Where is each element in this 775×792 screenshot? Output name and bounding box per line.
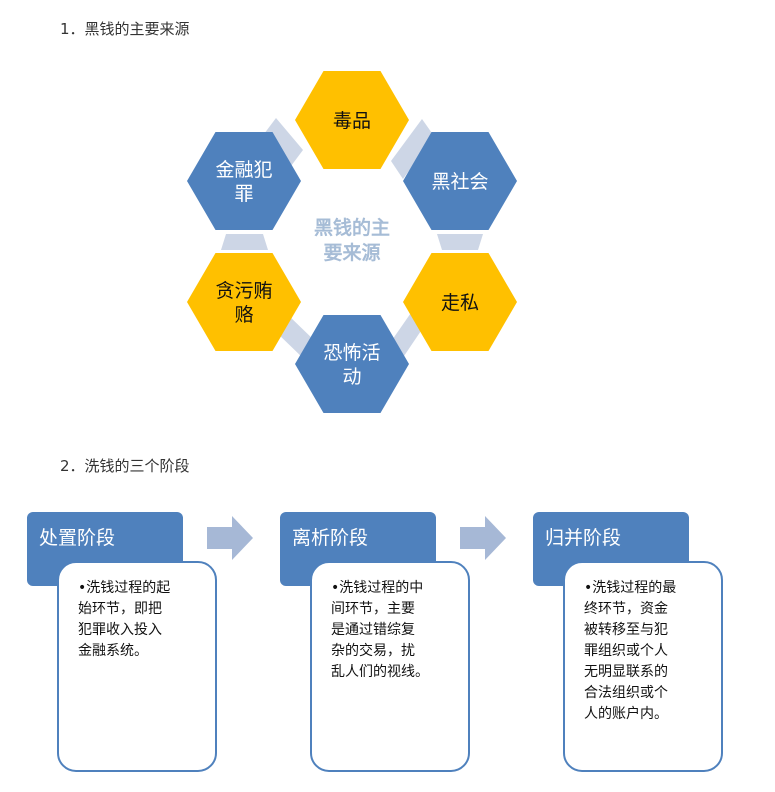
stage-1-desc-line: 金融系统。	[78, 643, 148, 659]
stage-3	[533, 512, 723, 772]
stage-2-desc-line: 是通过错综复	[331, 622, 415, 638]
stage-3-desc-line: •洗钱过程的最	[584, 580, 677, 596]
stage-1-title: 处置阶段	[39, 527, 116, 549]
stage-2	[280, 512, 470, 772]
hexagon-3-label: 走私	[441, 292, 479, 314]
connector-6	[264, 118, 303, 166]
stage-3-desc-line: 合法组织或个	[584, 685, 668, 701]
stage-1	[27, 512, 217, 772]
stage-arrow-2	[460, 516, 506, 560]
hexagon-4-label: 动	[342, 366, 361, 388]
hexagon-5	[187, 253, 301, 351]
stage-3-title: 归并阶段	[545, 527, 622, 549]
stage-1-description: •洗钱过程的起 始环节，即把 犯罪收入投入 金融系统。	[78, 578, 170, 662]
hexagon-5-label: 贪污贿	[215, 280, 272, 302]
hexagon-2-label: 黑社会	[431, 171, 488, 193]
hexagon-6	[187, 132, 301, 230]
stage-2-description: •洗钱过程的中 间环节，主要 是通过错综复 杂的交易，扰 乱人们的视线。	[331, 578, 429, 683]
stage-1-desc-line: 犯罪收入投入	[78, 622, 162, 638]
stage-3-desc-line: 罪组织或个人	[584, 643, 668, 659]
section2-heading: 2．洗钱的三个阶段	[60, 457, 190, 475]
stage-2-title: 离析阶段	[292, 527, 369, 549]
hexagon-3	[403, 253, 517, 351]
hexagon-5-label: 赂	[234, 304, 253, 326]
stage-3-description: •洗钱过程的最 终环节，资金 被转移至与犯 罪组织或个人 无明显联系的 合法组织…	[584, 578, 676, 725]
hexagon-1	[295, 71, 409, 169]
hexagon-6-label: 金融犯	[215, 159, 272, 181]
stage-2-body	[310, 561, 470, 772]
cycle-center-line-1: 黑钱的主	[314, 216, 390, 239]
hexagon-2	[403, 132, 517, 230]
stage-2-desc-line: •洗钱过程的中	[331, 580, 424, 596]
connector-5	[221, 234, 268, 250]
stage-3-body	[563, 561, 723, 772]
stage-3-desc-line: 无明显联系的	[584, 664, 668, 680]
stage-1-body	[57, 561, 217, 772]
stage-2-desc-line: 杂的交易，扰	[331, 643, 415, 659]
section1-heading: 1．黑钱的主要来源	[60, 20, 190, 38]
connector-2	[437, 234, 483, 250]
cycle-center-line-2: 要来源	[323, 241, 380, 264]
stage-3-desc-line: 人的账户内。	[584, 706, 668, 722]
hexagon-6-label: 罪	[234, 183, 253, 205]
hexagon-4	[295, 315, 409, 413]
stage-2-desc-line: 间环节，主要	[331, 601, 415, 617]
stage-1-desc-line: •洗钱过程的起	[78, 580, 171, 596]
stage-3-desc-line: 终环节，资金	[584, 601, 668, 617]
hexagon-4-label: 恐怖活	[323, 342, 380, 364]
stage-3-desc-line: 被转移至与犯	[584, 622, 668, 638]
connector-1	[391, 119, 434, 179]
stage-2-desc-line: 乱人们的视线。	[331, 664, 429, 680]
stage-arrow-1	[207, 516, 253, 560]
hexagon-1-label: 毒品	[333, 110, 371, 132]
stage-1-desc-line: 始环节，即把	[78, 601, 162, 617]
